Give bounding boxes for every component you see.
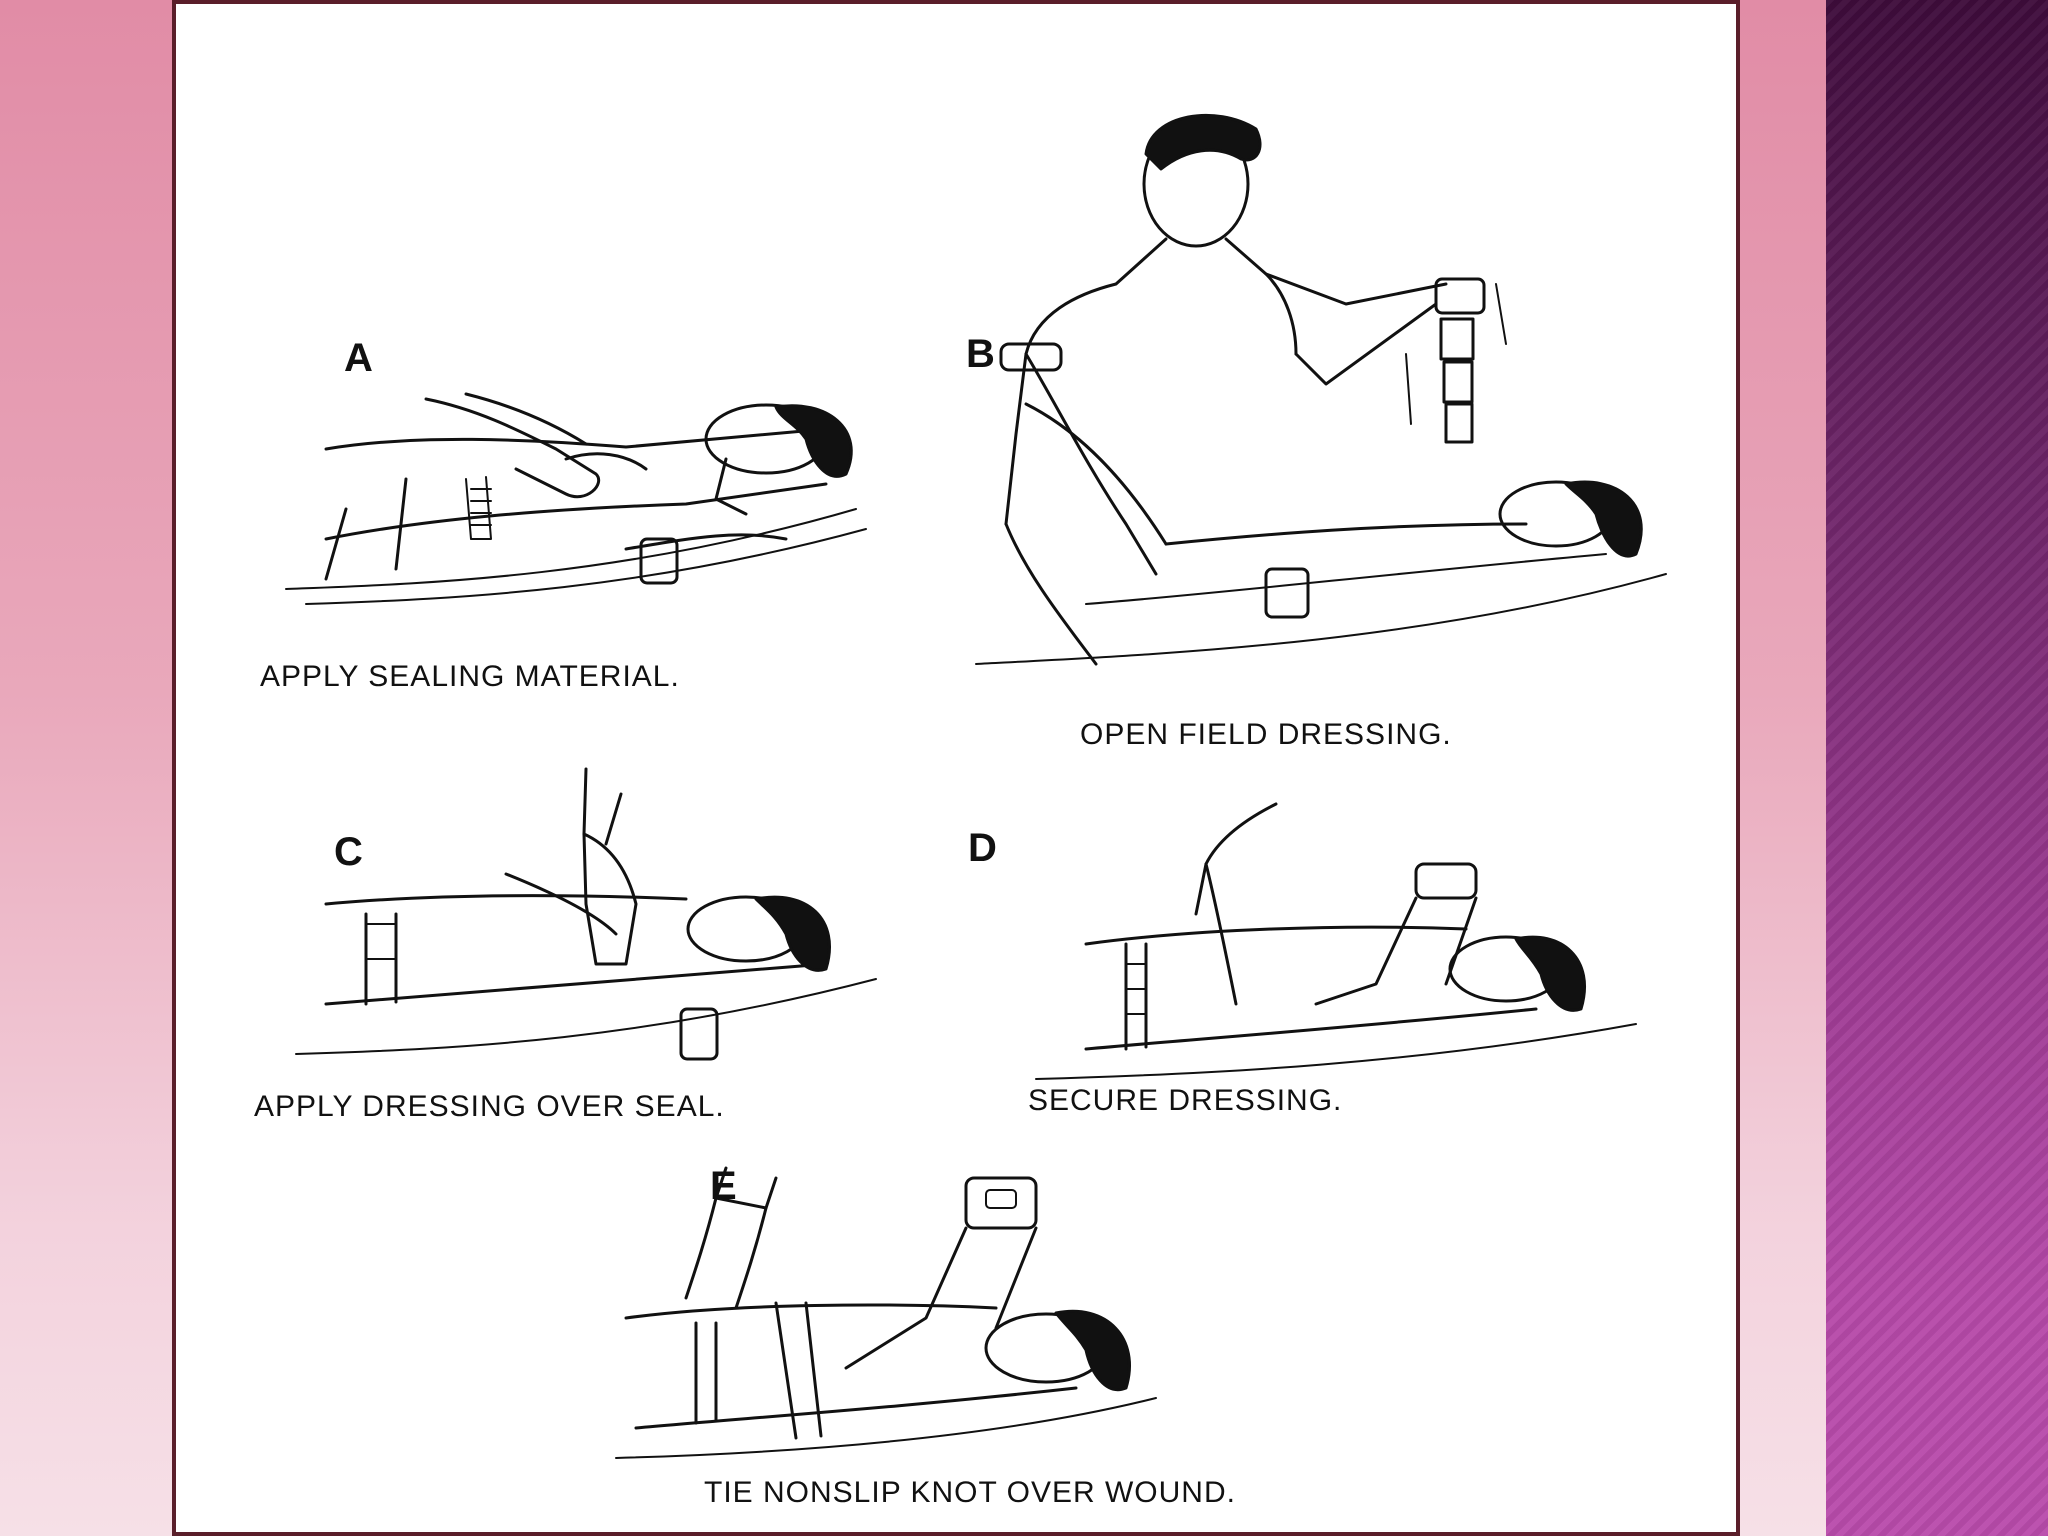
panel-caption: APPLY DRESSING OVER SEAL. <box>254 1090 725 1123</box>
illustration-b-open-dressing <box>975 113 1667 666</box>
panel-letter: B <box>966 332 995 376</box>
panel-caption: TIE NONSLIP KNOT OVER WOUND. <box>704 1476 1236 1509</box>
panel-caption: SECURE DRESSING. <box>1028 1084 1343 1117</box>
panel-caption: OPEN FIELD DRESSING. <box>1080 718 1452 751</box>
illustration-c-dressing-over-seal <box>295 767 877 1061</box>
panel-letter: D <box>968 826 997 870</box>
panel-c: C APPLY DRESSING OVER SEAL. <box>176 764 956 1144</box>
panel-letter: A <box>344 336 373 380</box>
panel-d: D SECURE DRESSING. <box>956 764 1740 1144</box>
illustration-a-seal-chest <box>285 392 867 605</box>
panel-letter: C <box>334 830 363 874</box>
panel-caption: APPLY SEALING MATERIAL. <box>260 660 680 693</box>
illustration-d-secure-dressing <box>1035 802 1637 1080</box>
panel-a: A APPLY SEALING MATERIAL. <box>176 4 956 724</box>
panel-b: B OPEN FIELD DRESSING. <box>956 4 1740 764</box>
illustration-e-tie-knot <box>615 1166 1157 1459</box>
figure-frame: A APPLY SEALING MATERIAL. B <box>172 0 1740 1536</box>
panel-e: E TIE NONSLIP KNOT OVER WOUND. <box>476 1144 1456 1540</box>
slide-accent-band <box>1826 0 2048 1536</box>
